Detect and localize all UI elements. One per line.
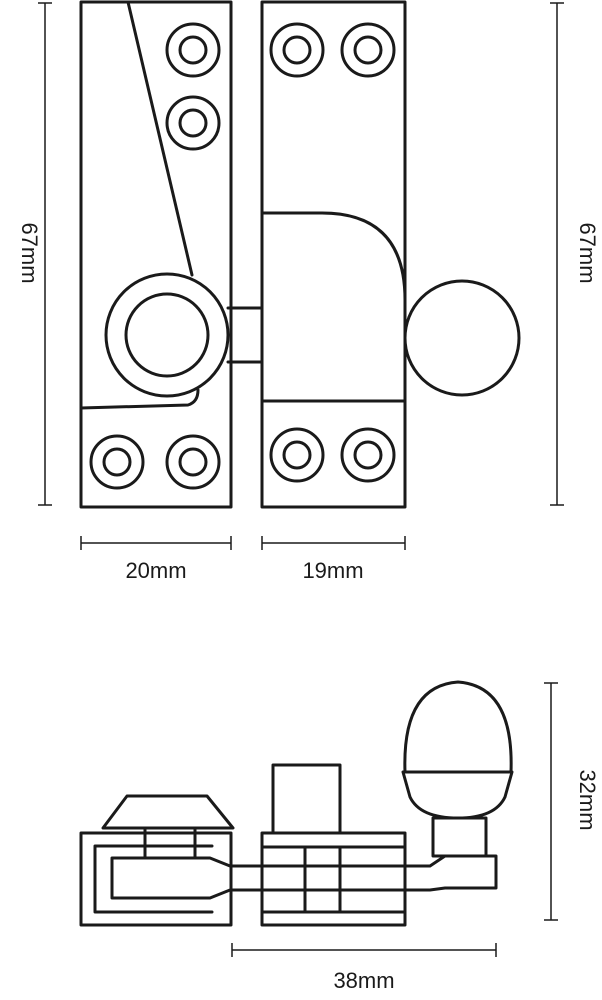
dimension-side-length xyxy=(231,943,497,957)
dimension-width-keep xyxy=(261,536,406,550)
side-catch-inner xyxy=(93,844,214,914)
side-catch-housing xyxy=(79,831,233,927)
width-keep-label: 19mm xyxy=(302,558,363,583)
side-plunger-block xyxy=(271,763,342,835)
side-knob-neck xyxy=(431,816,488,858)
knob xyxy=(403,279,521,397)
dimension-height-right xyxy=(550,2,564,506)
screw-hole xyxy=(165,95,221,151)
cam-arm-edge xyxy=(126,0,194,277)
height-left-label: 67mm xyxy=(17,222,42,283)
connecting-bar xyxy=(226,306,264,364)
screw-hole xyxy=(269,427,325,483)
side-height-label: 32mm xyxy=(575,769,600,830)
height-right-label: 67mm xyxy=(575,222,600,283)
dimension-side-height xyxy=(544,682,558,921)
screw-hole xyxy=(340,427,396,483)
pivot-boss xyxy=(104,272,230,398)
side-keep-housing xyxy=(260,831,407,927)
keep-plate xyxy=(260,0,407,509)
keep-plate-outline xyxy=(260,0,407,509)
catch-plate xyxy=(79,0,233,509)
screw-hole xyxy=(269,22,325,78)
screw-hole xyxy=(165,434,221,490)
side-knob-base xyxy=(401,770,514,820)
dimension-height-left xyxy=(38,2,52,506)
side-length-label: 38mm xyxy=(333,968,394,993)
side-view xyxy=(79,680,514,927)
side-knob-dome xyxy=(403,680,513,774)
keep-hook xyxy=(260,211,407,302)
dimension-width-catch xyxy=(80,536,232,550)
side-knob-cap xyxy=(101,794,235,830)
screw-hole xyxy=(165,22,221,78)
side-main-bar xyxy=(110,854,498,900)
screw-hole xyxy=(340,22,396,78)
cam-arm-lower-edge xyxy=(79,388,200,410)
catch-plate-outline xyxy=(79,0,233,509)
width-catch-label: 20mm xyxy=(125,558,186,583)
side-keep-inner xyxy=(260,845,407,914)
screw-hole xyxy=(89,434,145,490)
